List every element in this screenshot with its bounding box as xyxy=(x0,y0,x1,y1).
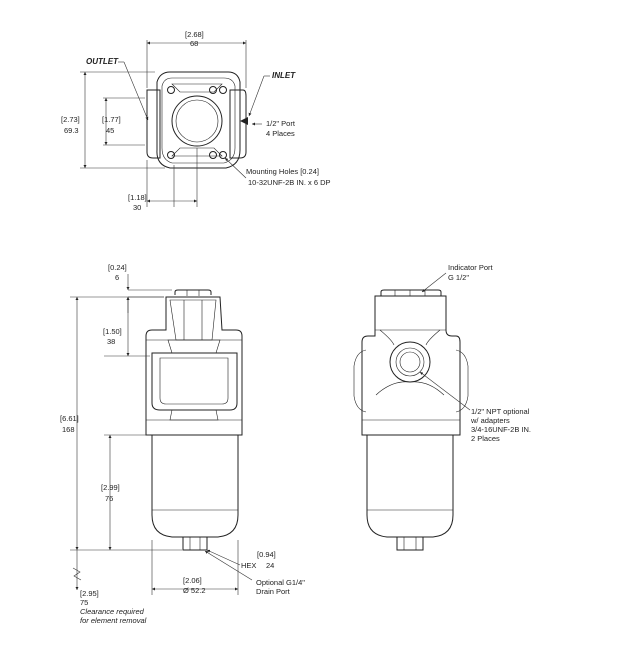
top-height-in: [2.73] xyxy=(61,115,80,124)
top-offset-in: [1.18] xyxy=(128,193,147,202)
front-total-in: [6.61] xyxy=(60,414,79,423)
clearance-mm: 75 xyxy=(80,598,88,607)
front-port-in: [1.50] xyxy=(103,327,122,336)
side-view-body xyxy=(353,289,469,551)
hex-mm: 24 xyxy=(266,561,274,570)
top-view: [2.68] 68 [2.73] 69.3 [1.77] 45 [1.18] 3… xyxy=(61,30,331,212)
front-top-in: [0.24] xyxy=(108,263,127,272)
npt-note-line2: w/ adapters xyxy=(470,416,510,425)
top-view-body xyxy=(146,71,248,169)
front-view-body xyxy=(145,289,243,551)
port-note-line2: 4 Places xyxy=(266,129,295,138)
npt-note-line3: 3/4-16UNF-2B IN. xyxy=(471,425,531,434)
indicator-note-line2: G 1/2" xyxy=(448,273,469,282)
clearance-note-line2: for element removal xyxy=(80,616,147,625)
drain-note-line2: Drain Port xyxy=(256,587,291,596)
top-width-in: [2.68] xyxy=(185,30,204,39)
mount-note-line2: 10-32UNF-2B IN. x 6 DP xyxy=(248,178,331,187)
top-port-height-mm: 45 xyxy=(106,126,114,135)
front-total-mm: 168 xyxy=(62,425,75,434)
clearance-in: [2.95] xyxy=(80,589,99,598)
npt-note-line4: 2 Places xyxy=(471,434,500,443)
front-bowl-in: [2.99] xyxy=(101,483,120,492)
top-port-height-in: [1.77] xyxy=(102,115,121,124)
diameter-mm: Ø 52.2 xyxy=(183,586,206,595)
top-width-mm: 68 xyxy=(190,39,198,48)
drain-note-line1: Optional G1/4" xyxy=(256,578,305,587)
front-view: [0.24] 6 [1.50] 38 [6.61] 168 [2.99] 76 … xyxy=(60,263,305,625)
outlet-label: OUTLET xyxy=(86,57,119,66)
npt-note-line1: 1/2" NPT optional xyxy=(471,407,530,416)
front-port-mm: 38 xyxy=(107,337,115,346)
diameter-in: [2.06] xyxy=(183,576,202,585)
clearance-note-line1: Clearance required xyxy=(80,607,145,616)
port-note-line1: 1/2" Port xyxy=(266,119,296,128)
indicator-note-line1: Indicator Port xyxy=(448,263,494,272)
mount-note-line1: Mounting Holes [0.24] xyxy=(246,167,319,176)
hex-in: [0.94] xyxy=(257,550,276,559)
top-height-mm: 69.3 xyxy=(64,126,79,135)
front-bowl-mm: 76 xyxy=(105,494,113,503)
hex-label: HEX xyxy=(241,561,256,570)
front-top-mm: 6 xyxy=(115,273,119,282)
side-view: Indicator Port G 1/2" 1/2" NPT optional … xyxy=(353,263,531,551)
inlet-label: INLET xyxy=(272,71,296,80)
top-offset-mm: 30 xyxy=(133,203,141,212)
